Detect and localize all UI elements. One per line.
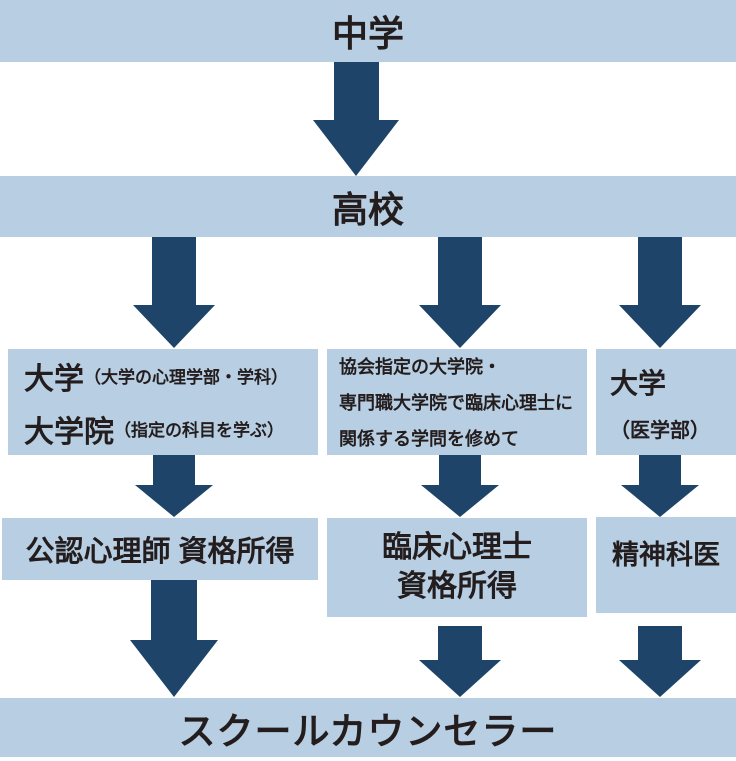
edu-designated-line-3: 関係する学問を修めて (339, 429, 519, 449)
qual-certified-psychologist-label: 公認心理師 資格所得 (25, 536, 295, 568)
arrow-stem (151, 580, 197, 640)
arrow-head (621, 485, 699, 517)
arrow-head (130, 640, 218, 697)
arrow-head (619, 660, 701, 697)
edu-box-designated-gradschool: 協会指定の大学院・ 専門職大学院で臨床心理士に 関係する学問を修めて (327, 349, 587, 455)
qual-box-certified-psychologist: 公認心理師 資格所得 (2, 518, 318, 580)
arrow-head (133, 305, 215, 348)
edu-box-medical-school: 大学 （医学部） (596, 349, 736, 455)
arrow-head (135, 485, 213, 517)
stage-junior-high: 中学 (0, 0, 736, 62)
arrow-stem (638, 237, 682, 305)
edu-gradschool-note: （指定の科目を学ぶ） (114, 421, 284, 440)
arrow-stem (153, 455, 195, 485)
arrow-stem (438, 626, 482, 660)
arrow-head (313, 120, 399, 176)
arrow-head (421, 485, 499, 517)
edu-university-label: 大学 (24, 362, 84, 396)
edu-line-university: 大学 （大学の心理学部・学科） (24, 354, 318, 398)
qual-clinical-psychologist-line-1: 臨床心理士 (382, 531, 532, 564)
arrow-head (419, 305, 501, 348)
edu-gradschool-label: 大学院 (24, 415, 114, 449)
arrow-stem (639, 455, 681, 485)
arrow-stem (638, 626, 682, 660)
edu-designated-line-1: 協会指定の大学院・ (339, 357, 501, 377)
stage-junior-high-label: 中学 (331, 13, 404, 54)
edu-university-note: （大学の心理学部・学科） (84, 368, 288, 387)
arrow-stem (439, 455, 481, 485)
arrow-stem (334, 62, 379, 120)
stage-school-counselor: スクールカウンセラー (0, 698, 736, 757)
arrow-head (619, 305, 701, 348)
qual-psychiatrist-label: 精神科医 (612, 540, 720, 570)
stage-high-school: 高校 (0, 176, 736, 237)
edu-box-university-gradschool: 大学 （大学の心理学部・学科） 大学院 （指定の科目を学ぶ） (8, 349, 318, 455)
qual-box-clinical-psychologist: 臨床心理士 資格所得 (327, 518, 587, 617)
arrow-stem (152, 237, 196, 305)
edu-medical-university-label: 大学 (610, 367, 667, 399)
edu-medical-faculty-note: （医学部） (610, 419, 710, 442)
qual-box-psychiatrist: 精神科医 (596, 517, 736, 613)
edu-designated-line-2: 専門職大学院で臨床心理士に (339, 393, 573, 413)
arrow-stem (438, 237, 482, 305)
qual-clinical-psychologist-line-2: 資格所得 (397, 570, 517, 603)
stage-school-counselor-label: スクールカウンセラー (178, 710, 558, 752)
edu-line-gradschool: 大学院 （指定の科目を学ぶ） (24, 407, 318, 451)
arrow-head (419, 660, 501, 697)
stage-high-school-label: 高校 (331, 188, 404, 230)
